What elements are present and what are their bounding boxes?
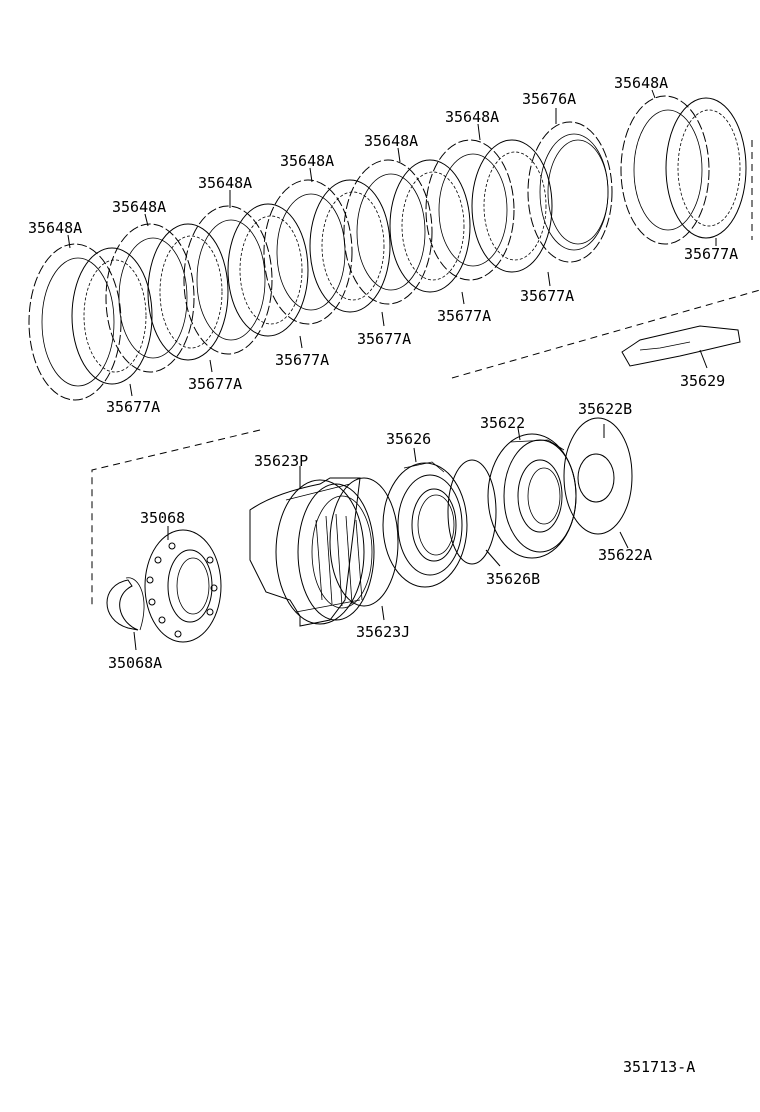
clutch-plate-35648A-4 <box>263 179 353 325</box>
clutch-disc-35677A-3 <box>227 203 309 337</box>
clutch-disc-35677A-7 <box>665 97 747 239</box>
label-35677A: 35677A <box>106 398 160 416</box>
label-35677A: 35677A <box>357 330 411 348</box>
clutch-disc-35677A-2 <box>147 223 229 361</box>
leader-lines <box>67 89 717 397</box>
label-35626: 35626 <box>386 430 431 448</box>
piston-35626 <box>382 447 468 588</box>
label-35648A: 35648A <box>198 174 252 192</box>
label-35068: 35068 <box>140 509 185 527</box>
clutch-pack <box>28 95 753 401</box>
label-35677A: 35677A <box>188 375 242 393</box>
figure-code: 351713-A <box>623 1058 695 1076</box>
clutch-disc-35677A-5 <box>389 159 471 293</box>
label-35623P: 35623P <box>254 452 308 470</box>
clutch-plate-35648A-6 <box>425 139 515 281</box>
o-ring-35626B <box>447 459 501 567</box>
assembly-guide-line-upper <box>451 289 760 379</box>
clutch-plate-35648A-2 <box>105 223 195 373</box>
label-35622B: 35622B <box>578 400 632 418</box>
part-labels: 35648A 35648A 35648A 35648A 35648A 35648… <box>28 74 738 1076</box>
assembly-guide-line-lower <box>91 429 261 608</box>
label-35648A: 35648A <box>280 152 334 170</box>
cylinder-35622 <box>487 427 577 559</box>
label-35648A: 35648A <box>445 108 499 126</box>
label-35622A: 35622A <box>598 546 652 564</box>
clutch-flange-35676A <box>527 121 613 263</box>
clutch-plate-35648A-5 <box>343 159 433 305</box>
o-ring-35623J <box>329 477 399 621</box>
label-35648A: 35648A <box>364 132 418 150</box>
label-35676A: 35676A <box>522 90 576 108</box>
label-35677A: 35677A <box>437 307 491 325</box>
clutch-drum-35623P <box>249 466 375 627</box>
washer-35622A <box>563 417 633 549</box>
label-35677A: 35677A <box>520 287 574 305</box>
label-35629: 35629 <box>680 372 725 390</box>
clutch-plate-35648A-3 <box>183 205 273 355</box>
label-35068A: 35068A <box>108 654 162 672</box>
label-35623J: 35623J <box>356 623 410 641</box>
label-35626B: 35626B <box>486 570 540 588</box>
clutch-disc-35677A-1 <box>71 247 153 385</box>
label-35677A: 35677A <box>275 351 329 369</box>
label-35648A: 35648A <box>614 74 668 92</box>
clutch-plate-35648A-7 <box>620 95 710 245</box>
retaining-clip-35629 <box>621 325 741 369</box>
label-35622: 35622 <box>480 414 525 432</box>
spring-retainer-35068 <box>144 526 222 643</box>
clutch-disc-35677A-6 <box>471 139 553 273</box>
clutch-disc-35677A-4 <box>309 179 391 313</box>
label-35648A: 35648A <box>28 219 82 237</box>
label-35677A: 35677A <box>684 245 738 263</box>
label-35648A: 35648A <box>112 198 166 216</box>
clutch-plate-35648A-1 <box>28 243 122 401</box>
snap-ring-35068A <box>106 577 145 651</box>
